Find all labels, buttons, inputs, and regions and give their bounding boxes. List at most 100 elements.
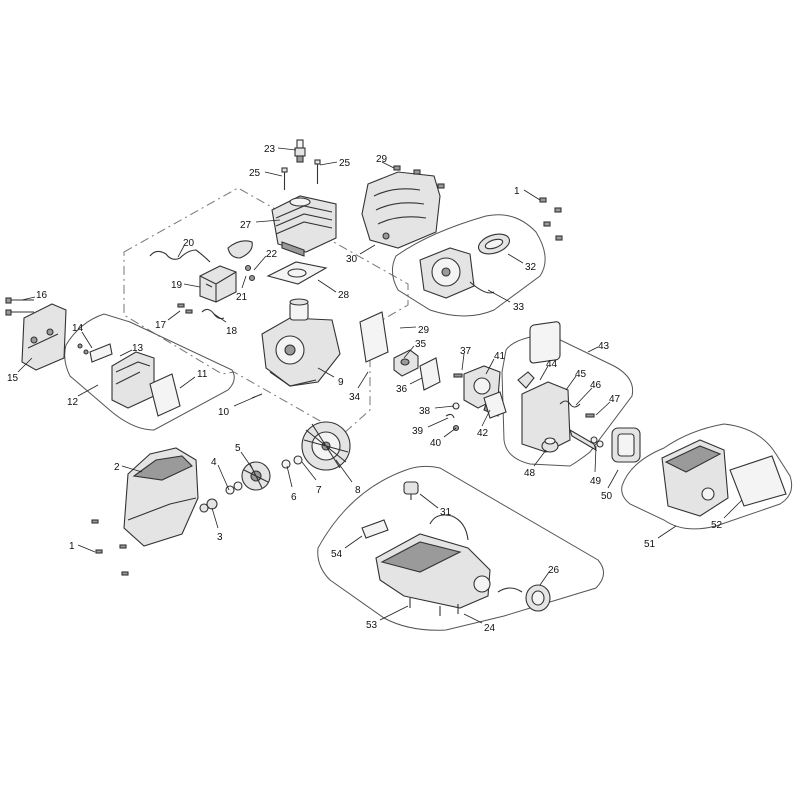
callout-leader-line	[119, 349, 133, 357]
air-cover-group-outline	[621, 423, 793, 530]
washer-6	[281, 459, 291, 469]
screws-bottom-left-part	[91, 519, 129, 576]
part-number-label: 43	[598, 341, 610, 352]
part-number-label: 29	[418, 325, 430, 336]
part-number-label: 21	[236, 292, 248, 303]
callout-leader-line	[723, 499, 743, 519]
callout-c43: 43	[587, 341, 610, 353]
callout-c49: 49	[590, 445, 602, 487]
part-number-label: 13	[132, 343, 144, 354]
engine-group-dashed-outline	[123, 187, 409, 435]
callout-leader-line	[177, 245, 185, 258]
callout-c2: 2	[114, 462, 143, 473]
callout-leader-line	[344, 535, 363, 549]
washer-4-b	[233, 481, 243, 491]
part-number-label: 19	[171, 280, 183, 291]
callout-c15: 15	[7, 357, 33, 384]
callout-c12: 12	[67, 384, 99, 408]
part-number-label: 45	[575, 369, 587, 380]
cylinder-part	[271, 195, 337, 257]
part-number-label: 10	[218, 407, 230, 418]
callout-leader-line	[183, 283, 201, 288]
callout-leader-line	[533, 449, 547, 467]
tank-screws-part	[409, 598, 459, 616]
callout-leader-line	[213, 313, 227, 323]
part-number-label: 40	[430, 438, 442, 449]
callout-c29a: 29	[376, 154, 395, 169]
callout-leader-line	[657, 525, 677, 539]
callout-leader-line	[595, 401, 611, 416]
part-number-label: 44	[546, 359, 558, 370]
callout-leader-line	[81, 331, 93, 349]
part-number-label: 30	[346, 254, 358, 265]
part-number-label: 4	[211, 457, 217, 468]
parts	[5, 139, 787, 616]
fuel-filter-part	[403, 481, 419, 500]
callout-leader-line	[403, 345, 415, 359]
part-number-label: 18	[226, 326, 238, 337]
callout-c38: 38	[419, 405, 455, 417]
callout-c45: 45	[565, 369, 587, 391]
callout-leader-line	[359, 244, 376, 255]
callout-leader-line	[286, 465, 293, 488]
callout-leader-line	[17, 357, 33, 373]
callout-c1a: 1	[514, 186, 541, 201]
part-number-label: 14	[72, 323, 84, 334]
shroud-screws-part	[393, 165, 445, 189]
part-number-label: 34	[349, 392, 361, 403]
callout-c51: 51	[644, 525, 677, 550]
choke-lever-part	[517, 371, 535, 389]
fuel-tank-part	[375, 514, 491, 609]
callout-leader-line	[217, 464, 230, 491]
callout-leader-line	[264, 171, 283, 177]
callout-leader-line	[240, 451, 253, 469]
part-number-label: 39	[412, 426, 424, 437]
ignition-coil-part	[199, 265, 237, 303]
callout-c30: 30	[346, 244, 376, 265]
callout-c40: 40	[430, 427, 457, 449]
ignition-module-part	[227, 240, 256, 282]
part-number-label: 49	[590, 476, 602, 487]
part-number-label: 50	[601, 491, 613, 502]
part-number-label: 7	[316, 485, 322, 496]
carb-gasket-part	[419, 357, 441, 391]
callout-c31: 31	[419, 493, 452, 518]
part-number-label: 33	[513, 302, 525, 313]
part-number-label: 15	[7, 373, 19, 384]
cylinder-bolts-part	[281, 159, 321, 190]
part-number-label: 38	[419, 406, 431, 417]
part-number-label: 28	[338, 290, 350, 301]
flywheel-part	[301, 421, 351, 471]
part-number-label: 25	[339, 158, 351, 169]
callout-c17: 17	[155, 310, 181, 331]
screws-top-right-part	[539, 197, 563, 241]
callout-leader-line	[255, 219, 281, 223]
callout-leader-line	[379, 605, 409, 621]
callout-leader-line	[21, 296, 36, 301]
callout-leader-line	[443, 427, 457, 438]
callout-c8: 8	[335, 459, 361, 496]
callout-leader-line	[179, 376, 196, 389]
callout-c26: 26	[539, 565, 560, 586]
muffler-gasket-part	[149, 373, 181, 417]
washer-49-b	[596, 440, 604, 448]
callout-leader-line	[485, 358, 495, 375]
clutch-bolts-part	[199, 498, 218, 513]
callout-leader-line	[301, 461, 317, 481]
callout-c28: 28	[317, 279, 350, 301]
callout-c32: 32	[507, 253, 537, 273]
callout-leader-line	[233, 396, 256, 407]
callout-c48: 48	[524, 449, 547, 479]
callout-c35: 35	[403, 339, 427, 359]
base-screw-part	[585, 413, 595, 418]
part-number-label: 11	[197, 369, 208, 380]
callout-c10: 10	[218, 396, 256, 418]
fuel-cap-part	[497, 584, 551, 612]
callout-leader-line	[317, 367, 335, 378]
callout-c42: 42	[477, 409, 491, 439]
callout-c47: 47	[595, 394, 621, 416]
callout-leader-line	[241, 275, 247, 289]
callout-leader-line	[594, 445, 597, 473]
part-number-label: 48	[524, 468, 536, 479]
callout-c41: 41	[485, 351, 506, 375]
